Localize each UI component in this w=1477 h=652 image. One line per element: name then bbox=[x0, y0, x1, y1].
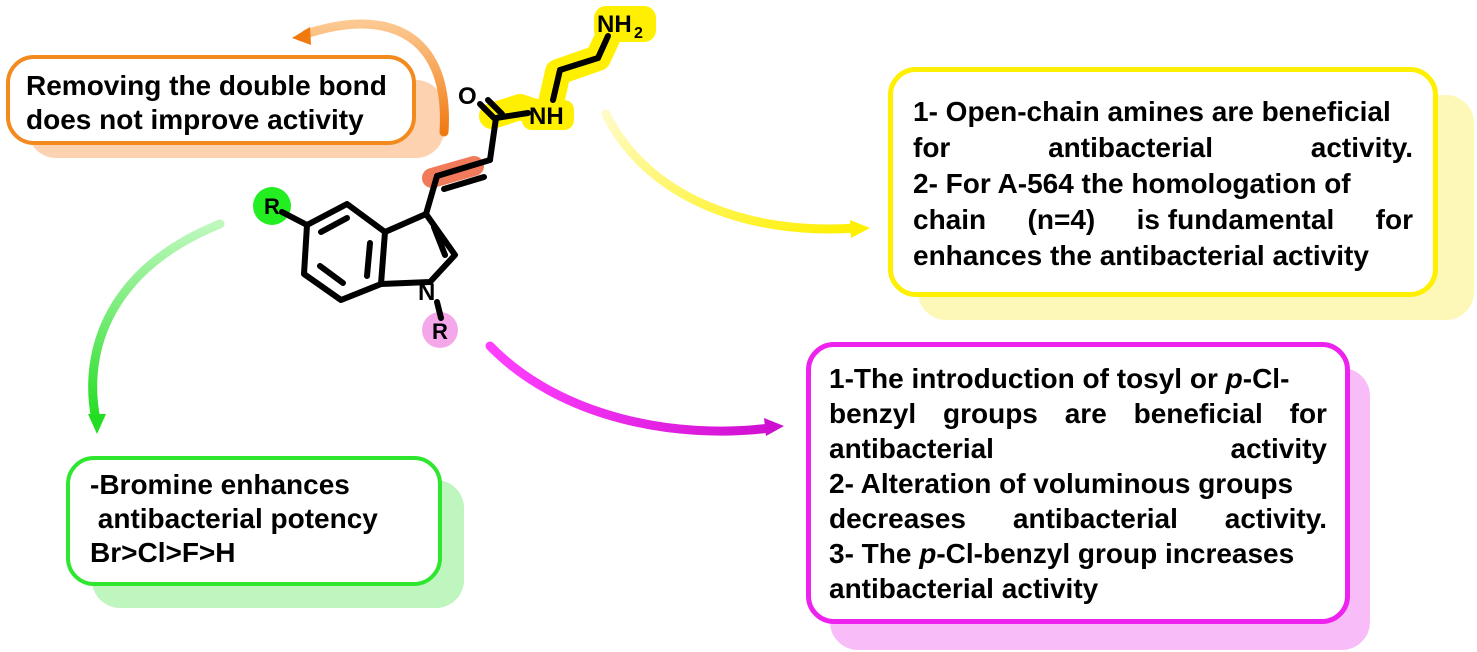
molecule-bonds bbox=[279, 33, 611, 321]
amine-chain-note-box: 1- Open-chain amines are beneficial for … bbox=[888, 67, 1438, 297]
nitrogen-label: N bbox=[418, 279, 435, 306]
green-highlight bbox=[253, 187, 291, 225]
pink-highlight bbox=[422, 312, 458, 348]
magenta-line-5: decreases antibacterial activity. bbox=[829, 503, 1327, 534]
green-line-3: Br>Cl>F>H bbox=[90, 537, 236, 568]
double-bond-note-box: Removing the double bond does not improv… bbox=[6, 55, 416, 145]
yellow-arrow bbox=[601, 109, 870, 238]
oxygen-label: O bbox=[458, 83, 477, 110]
yellow-line-5: enhances the antibacterial activity bbox=[913, 240, 1369, 271]
magenta-line-4: 2- Alteration of voluminous groups bbox=[829, 468, 1294, 499]
orange-arrow bbox=[292, 19, 449, 137]
magenta-line-3: antibacterial activity bbox=[829, 433, 1327, 464]
r-nitrogen-label: R bbox=[432, 319, 448, 344]
yellow-line-1: 1- Open-chain amines are beneficial bbox=[913, 96, 1391, 127]
orange-line-1: Removing the double bond bbox=[26, 70, 387, 101]
magenta-arrow bbox=[485, 341, 784, 436]
green-line-2: antibacterial potency bbox=[90, 503, 378, 534]
n-substituent-note-box: 1-The introduction of tosyl or p-Cl- ben… bbox=[806, 342, 1350, 624]
yellow-line-2: for antibacterial activity. bbox=[913, 132, 1413, 163]
yellow-line-3: 2- For A-564 the homologation of bbox=[913, 168, 1351, 199]
green-arrow bbox=[88, 219, 225, 434]
magenta-line-7: antibacterial activity bbox=[829, 573, 1099, 604]
yellow-line-4: chain (n=4) is fundamental for bbox=[913, 204, 1413, 235]
nh-label: NH bbox=[529, 103, 564, 130]
nh2-subscript: 2 bbox=[634, 25, 643, 42]
magenta-line-6: 3- The p-Cl-benzyl group increases bbox=[829, 538, 1295, 569]
green-line-1: -Bromine enhances bbox=[90, 469, 350, 500]
bromine-note-box: -Bromine enhances antibacterial potency … bbox=[66, 456, 442, 586]
magenta-line-1: 1-The introduction of tosyl or p-Cl- bbox=[829, 363, 1290, 394]
nh2-label: NH bbox=[597, 11, 632, 38]
magenta-line-2: benzyl groups are beneficial for bbox=[829, 398, 1327, 429]
r-ring-label: R bbox=[264, 194, 280, 219]
orange-line-2: does not improve activity bbox=[26, 104, 364, 135]
